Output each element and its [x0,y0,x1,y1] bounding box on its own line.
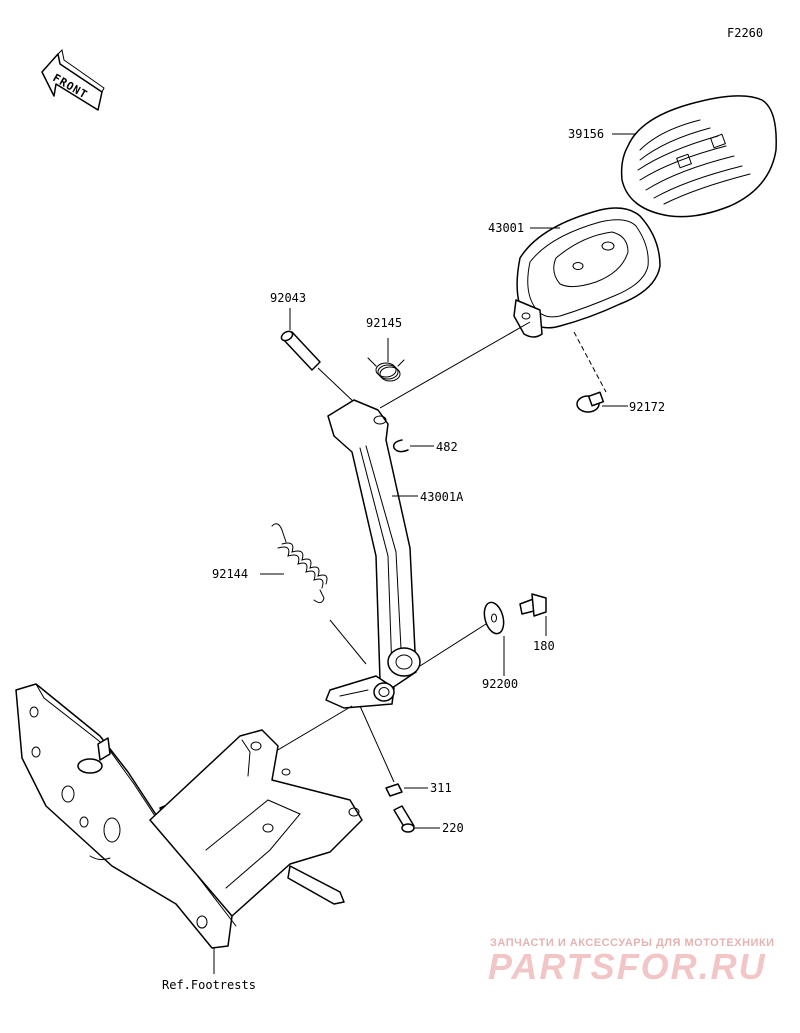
torsion-spring-92145 [367,357,405,382]
nut-311 [385,783,403,797]
label-482: 482 [436,440,458,454]
label-180: 180 [533,639,555,653]
pedal-plate [513,207,661,338]
watermark-logo: PARTSFOR.RU [488,946,767,987]
bolt-92172 [576,391,605,413]
label-39156: 39156 [568,127,604,141]
label-92145: 92145 [366,316,402,330]
return-spring-92144 [271,523,328,604]
clip-482 [392,439,409,453]
label-43001: 43001 [488,221,524,235]
label-92144: 92144 [212,567,248,581]
bolt-180 [519,593,547,617]
footrest-bracket [15,683,363,949]
label-43001A: 43001A [420,490,464,504]
label-311: 311 [430,781,452,795]
screw-220 [393,805,415,833]
pin-92043 [280,330,321,371]
label-220: 220 [442,821,464,835]
watermark-tagline: ЗАПЧАСТИ И АКСЕССУАРЫ ДЛЯ МОТОТЕХНИКИ [490,937,775,949]
brake-lever [325,399,421,709]
label-92043: 92043 [270,291,306,305]
pedal-rubber-pad [620,95,777,218]
diagram-id: F2260 [727,26,763,40]
label-92172: 92172 [629,400,665,414]
front-arrow-icon: FRONT [41,48,105,111]
label-92200: 92200 [482,677,518,691]
washer-92200 [483,601,505,635]
reference-label: Ref.Footrests [162,978,256,992]
